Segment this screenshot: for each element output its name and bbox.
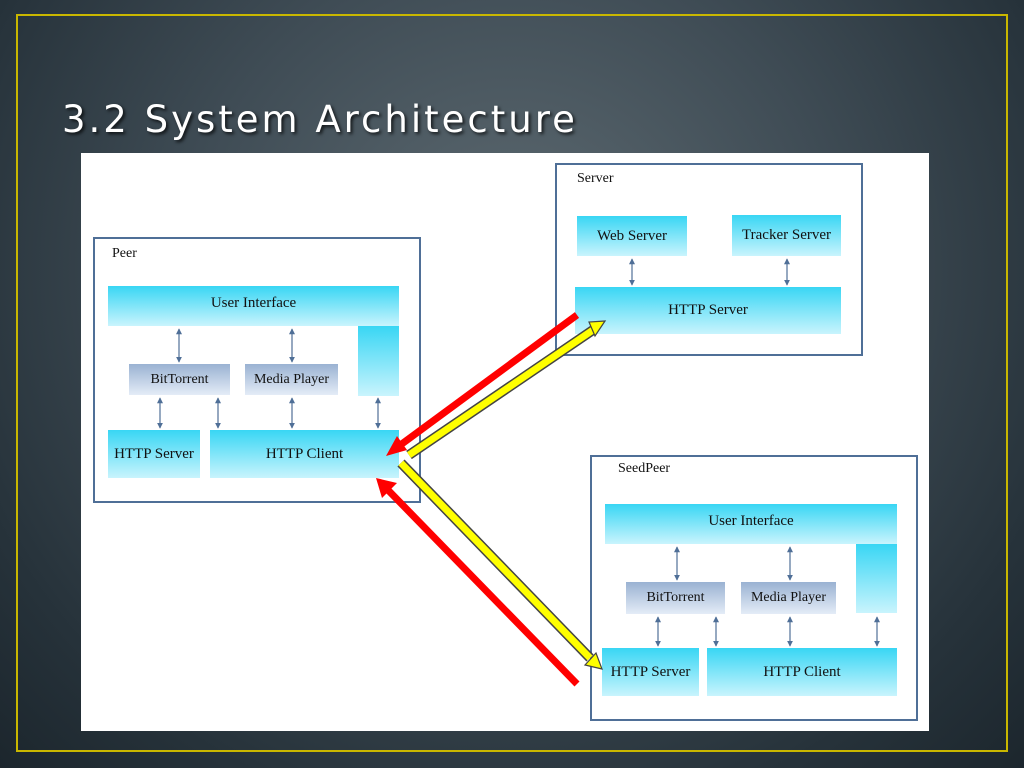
seedpeer-to-peer-red-arrow-head (376, 478, 397, 498)
server-to-peer-red-arrow-head (386, 436, 407, 456)
peer-connectors (157, 328, 381, 429)
server-web-server: Web Server (577, 216, 687, 256)
seedpeer-media-player: Media Player (741, 582, 836, 614)
seedpeer-bittorrent: BitTorrent (626, 582, 725, 614)
seedpeer-user-interface: User Interface (605, 504, 897, 544)
connector-overlay (157, 258, 880, 687)
peer-label: Peer (112, 246, 137, 261)
peer-user-interface-extension (358, 326, 399, 396)
peer-user-interface: User Interface (108, 286, 399, 326)
request-arrows (397, 320, 607, 670)
peer-to-seedpeer-yellow-arrow-head (583, 651, 603, 670)
seedpeer-user-interface-extension (856, 544, 897, 613)
server-label: Server (577, 171, 614, 186)
server-to-peer-red-arrow-shaft (396, 312, 580, 449)
slide-title: 3.2 System Architecture (62, 98, 578, 141)
peer-http-server: HTTP Server (108, 430, 200, 478)
seedpeer-connectors (655, 546, 880, 647)
slide-frame (16, 14, 1008, 752)
seedpeer-label: SeedPeer (618, 461, 671, 476)
peer-media-player: Media Player (245, 364, 338, 395)
server-tracker-server: Tracker Server (732, 215, 841, 256)
peer-to-server-yellow-arrow-shaft (407, 327, 595, 458)
peer-to-seedpeer-yellow-arrow-shaft (398, 460, 593, 661)
architecture-diagram: Peer User Interface BitTorrent Media Pla… (81, 153, 929, 731)
seedpeer-http-server: HTTP Server (602, 648, 699, 696)
response-arrows (376, 312, 580, 687)
seedpeer-to-peer-red-arrow-shaft (384, 486, 580, 687)
seedpeer-http-client: HTTP Client (707, 648, 897, 696)
server-http-server: HTTP Server (575, 287, 841, 334)
peer-http-client: HTTP Client (210, 430, 399, 478)
peer-bittorrent: BitTorrent (129, 364, 230, 395)
server-connectors (629, 258, 790, 286)
peer-to-server-yellow-arrow-head (588, 320, 607, 338)
